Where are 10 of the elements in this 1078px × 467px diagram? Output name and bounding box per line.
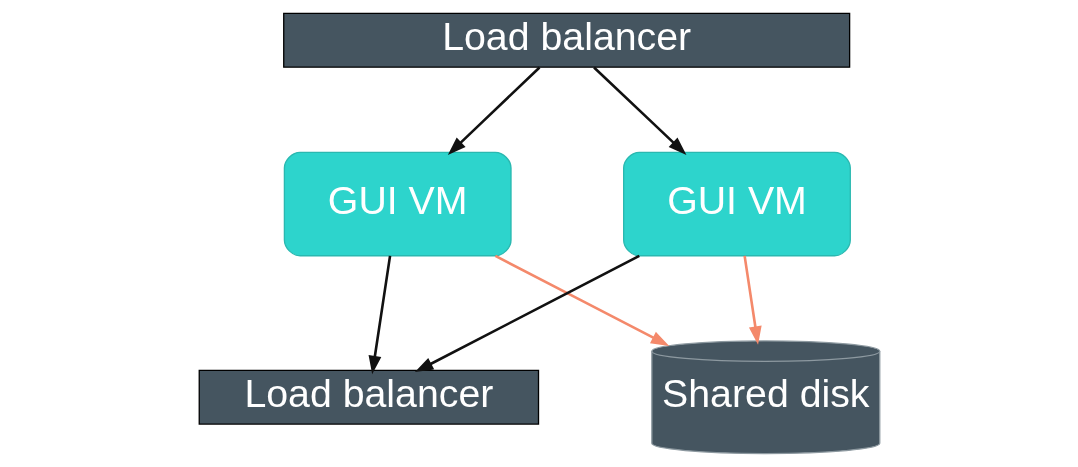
arrow [368,255,391,375]
arrow [592,66,686,155]
arrow [447,66,540,155]
node-box: GUI VM [283,151,512,257]
node-box: GUI VM [622,151,851,257]
arrow [414,254,640,373]
arrow [742,255,762,345]
arrow [494,254,669,346]
node-box: Load balancer [282,12,850,68]
node-box: Load balancer [198,369,539,425]
